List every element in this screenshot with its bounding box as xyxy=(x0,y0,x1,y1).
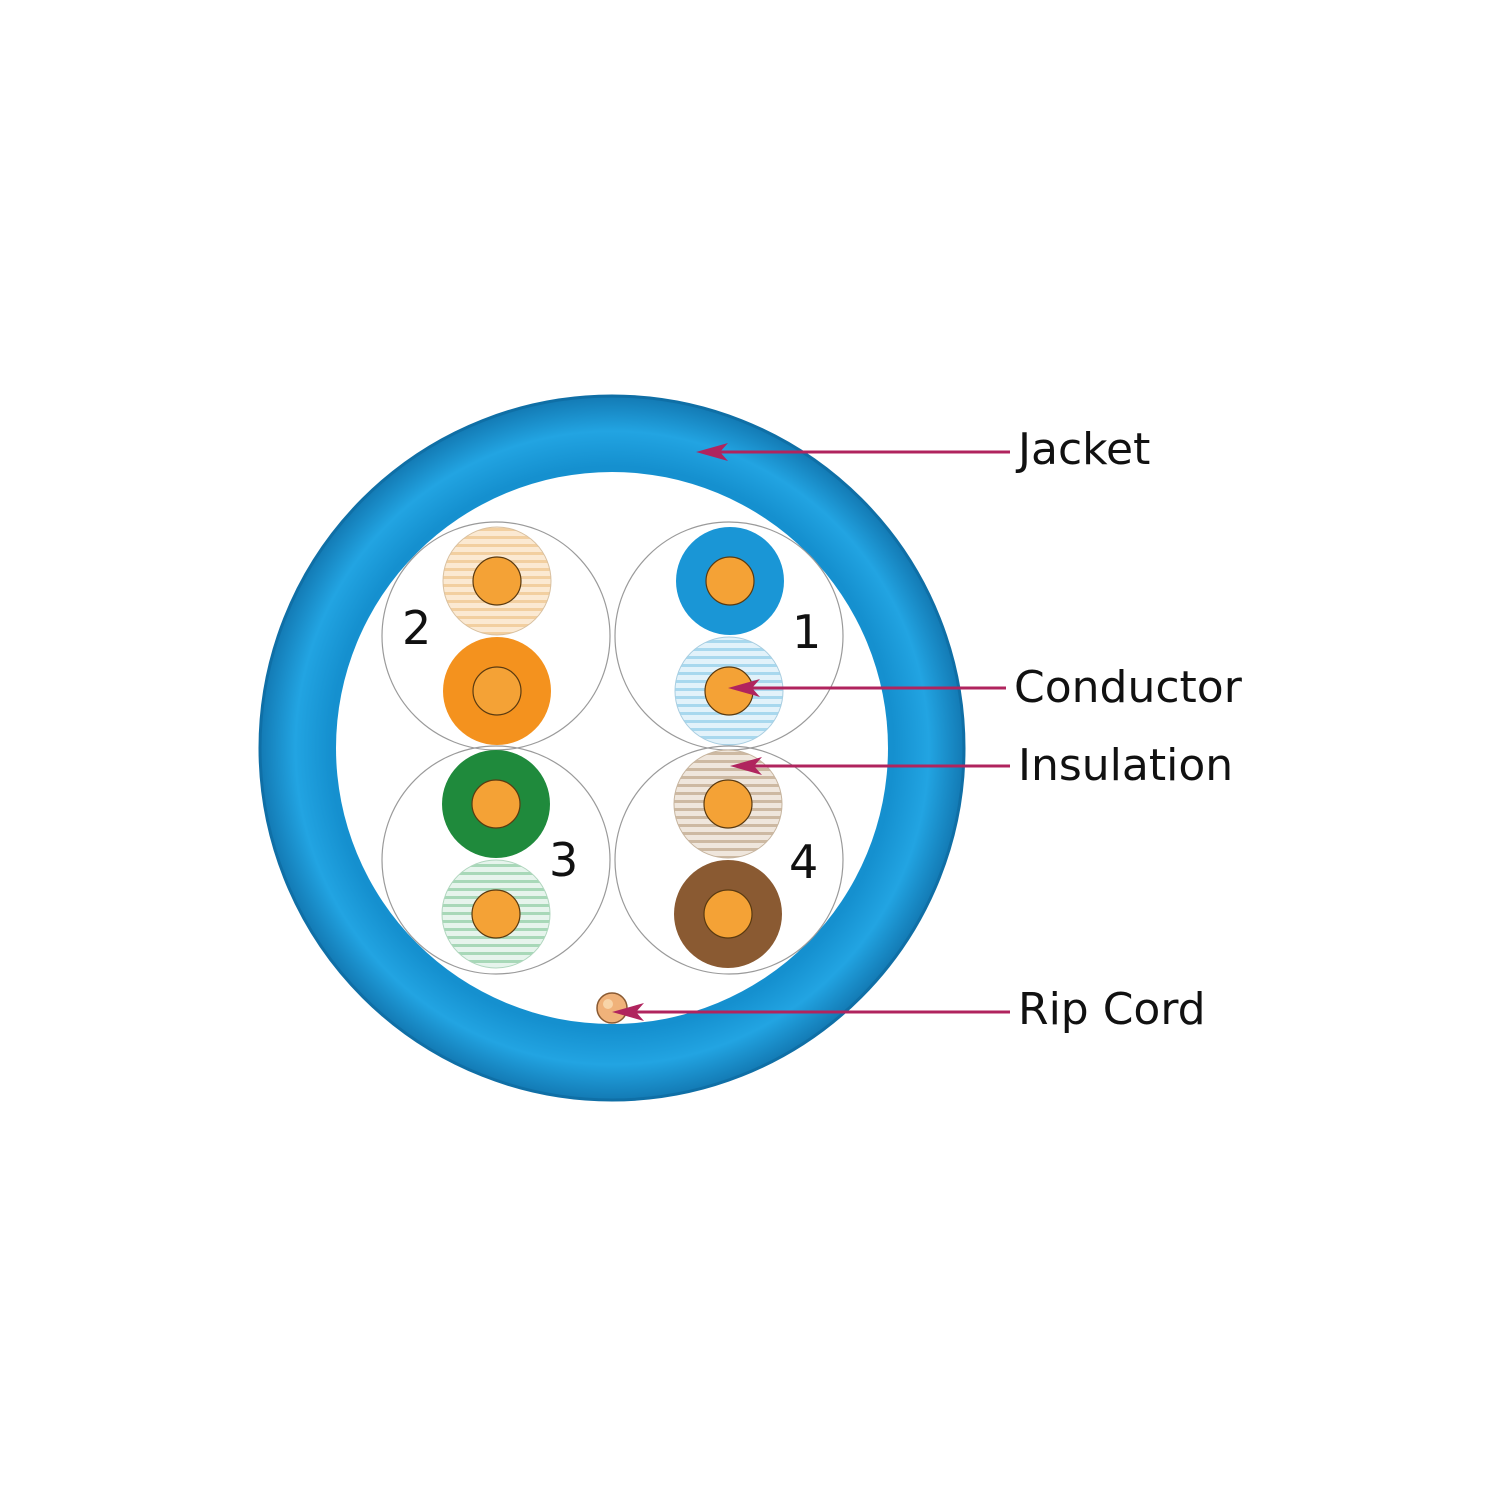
twisted-pair-4: 4 xyxy=(614,745,844,975)
pair-boundary xyxy=(381,745,611,975)
conductor xyxy=(471,779,521,829)
wire-green-solid xyxy=(442,750,550,858)
conductor-arrowhead xyxy=(728,679,760,697)
insulation-label: Insulation xyxy=(1018,740,1233,791)
rip-cord xyxy=(596,992,628,1024)
pair-number-1: 1 xyxy=(792,605,821,659)
twisted-pair-2: 2 xyxy=(381,521,611,751)
wire-blue-white-stripe xyxy=(674,636,784,746)
pair-number-3: 3 xyxy=(549,833,578,887)
wire-blue-solid xyxy=(676,527,784,635)
rip-cord-arrowhead xyxy=(612,1003,644,1021)
jacket-inner-core xyxy=(336,472,888,1024)
pair-number-4: 4 xyxy=(789,835,818,889)
leader-lines xyxy=(612,443,1010,1021)
wire-orange-solid xyxy=(443,637,551,745)
conductor xyxy=(471,889,521,939)
insulation-arrowhead xyxy=(730,757,762,775)
conductor xyxy=(703,889,753,939)
twisted-pair-1: 1 xyxy=(614,521,844,751)
conductor xyxy=(705,556,755,606)
wire-green-white-stripe xyxy=(441,859,551,969)
pair-boundary xyxy=(614,745,844,975)
twisted-pair-3: 3 xyxy=(381,745,611,975)
conductor xyxy=(703,779,753,829)
pair-number-2: 2 xyxy=(402,601,431,655)
wire-orange-white-stripe xyxy=(442,526,552,636)
wire-brown-white-stripe xyxy=(673,749,783,859)
conductor-label: Conductor xyxy=(1014,662,1243,713)
jacket-label: Jacket xyxy=(1015,424,1150,475)
conductor xyxy=(472,556,522,606)
conductor xyxy=(472,666,522,716)
jacket-arrowhead xyxy=(696,443,728,461)
wire-brown-solid xyxy=(674,860,782,968)
rip-cord-label: Rip Cord xyxy=(1018,984,1206,1035)
